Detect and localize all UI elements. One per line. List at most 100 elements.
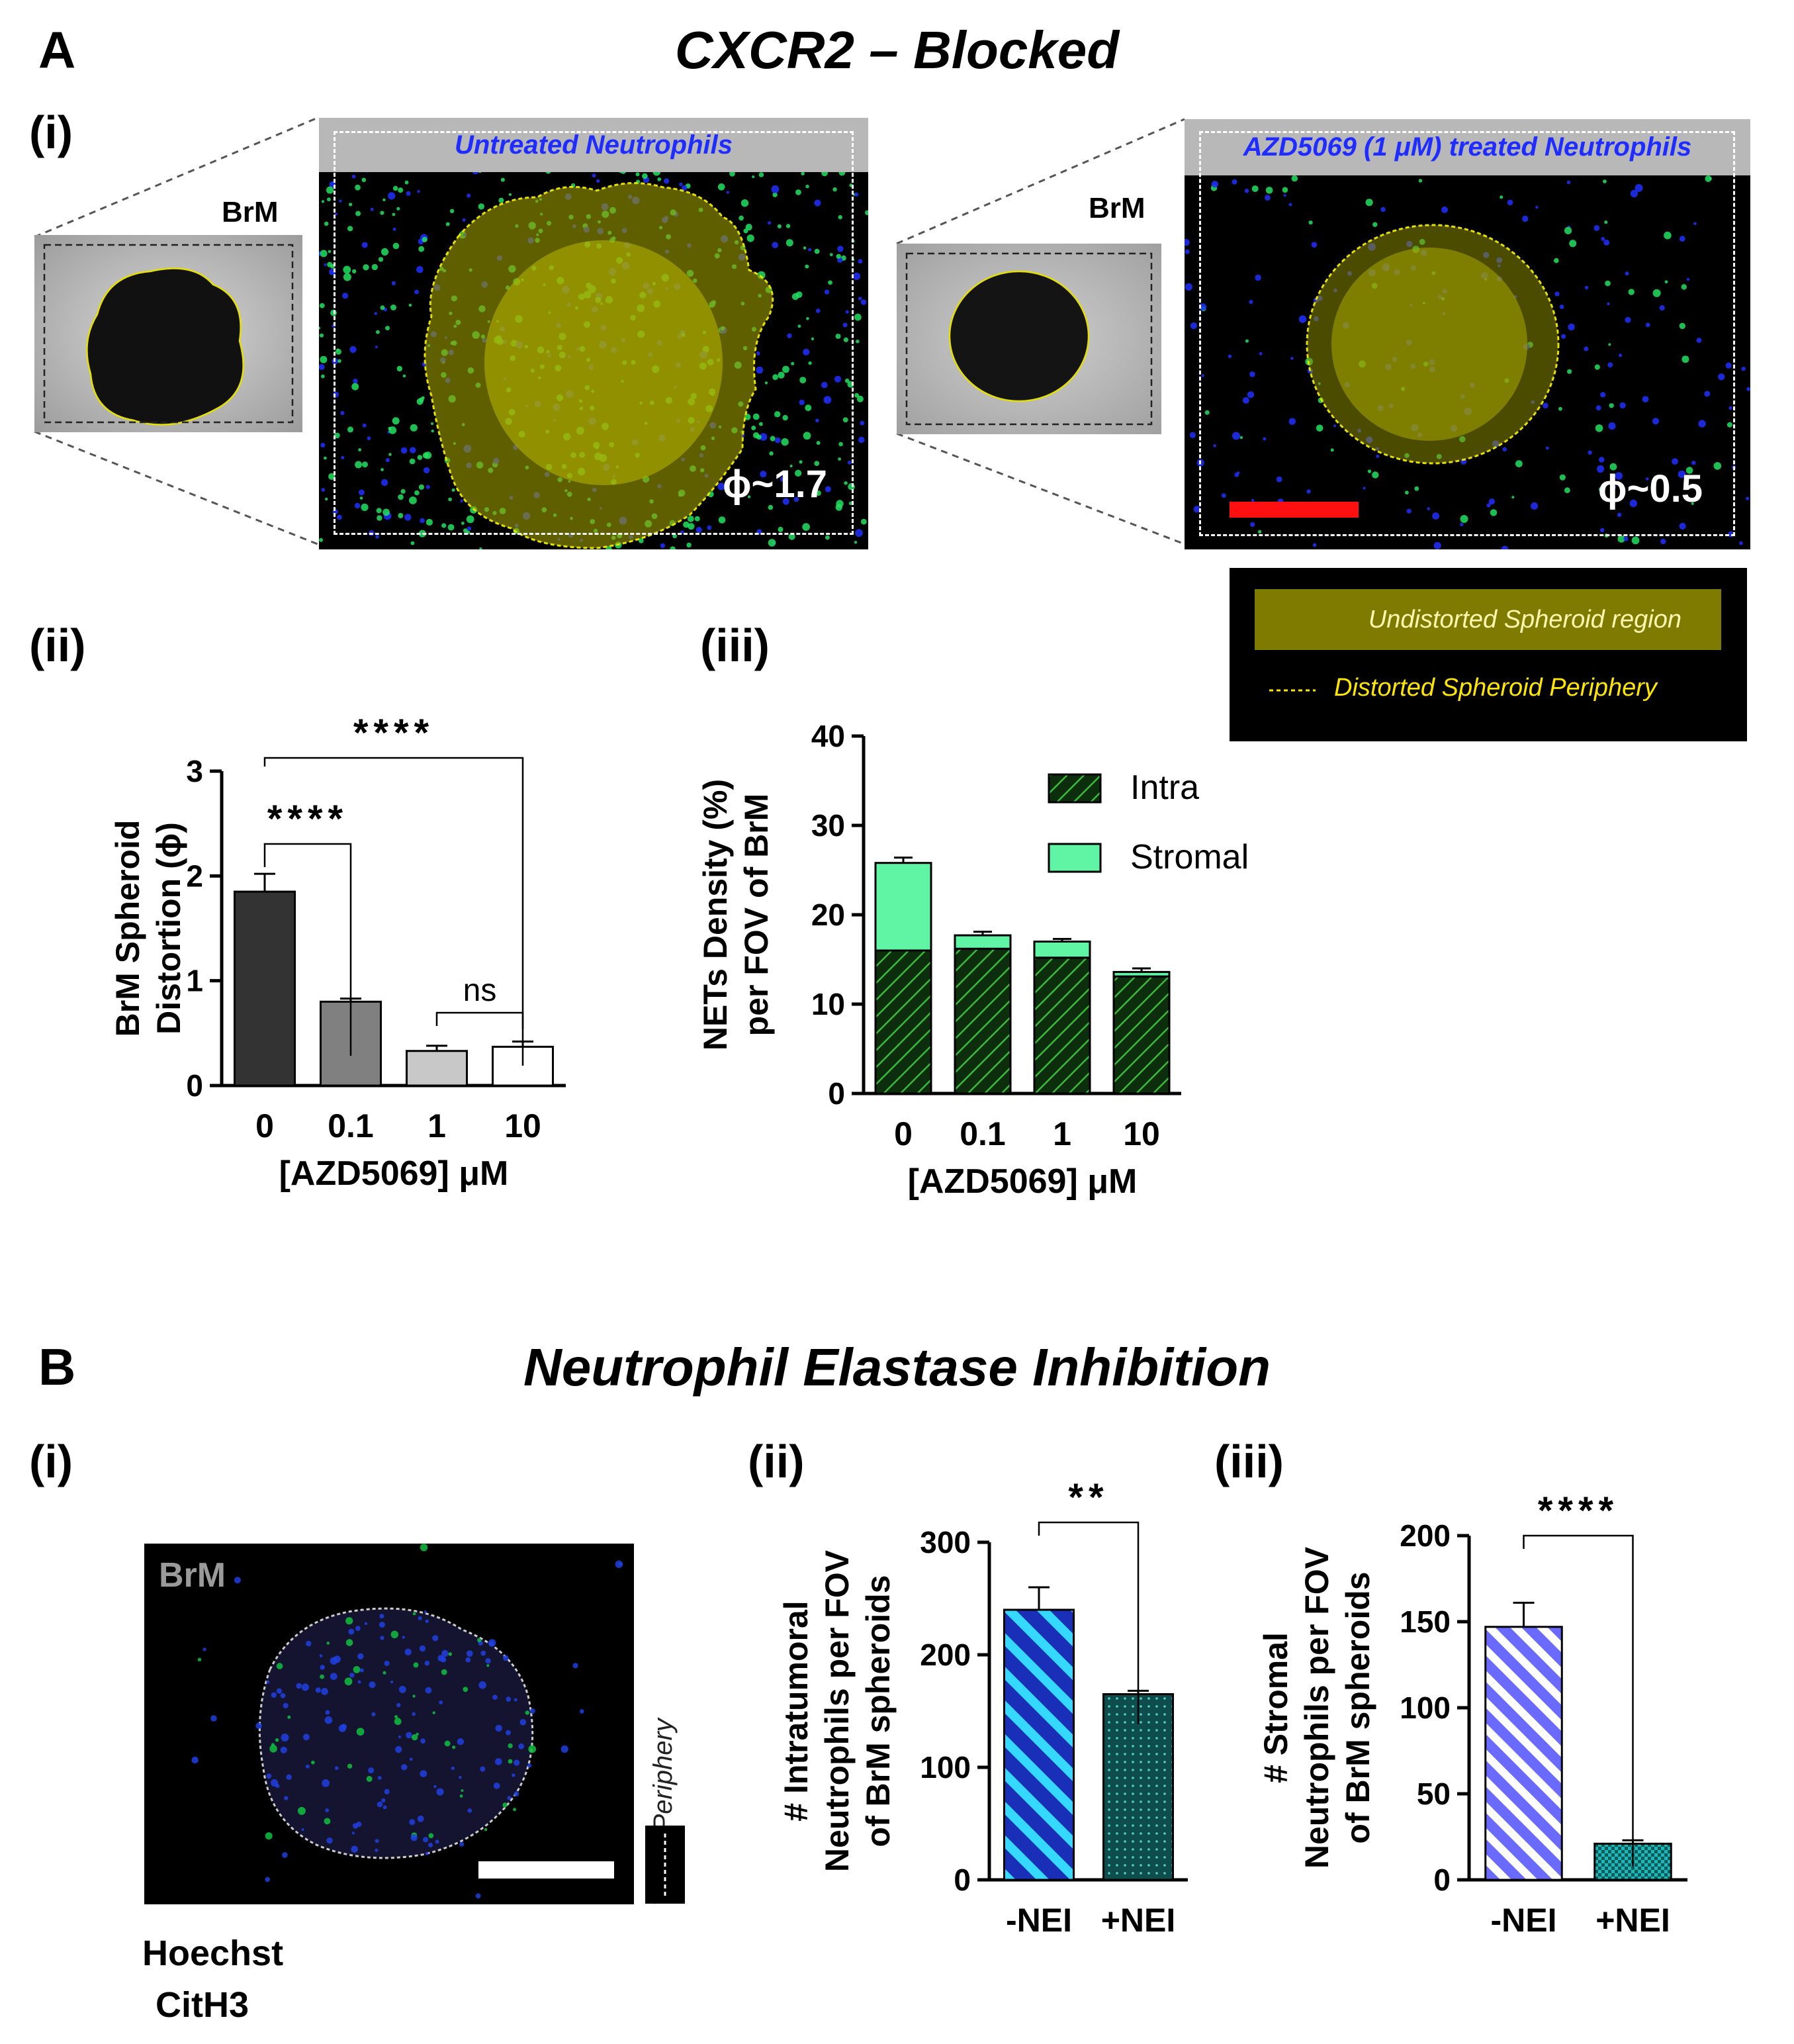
x-tick-label: -NEI <box>1491 1902 1557 1939</box>
fluorescent-cell <box>495 1725 502 1732</box>
y-tick-label: 200 <box>920 1638 971 1672</box>
fluorescent-cell <box>513 1808 516 1811</box>
fluorescent-cell <box>520 1719 527 1726</box>
brightfield-thumbnail-treated <box>897 244 1161 434</box>
fluorescent-cell <box>311 1761 315 1765</box>
fluorescent-cell <box>858 297 862 301</box>
fluorescent-cell <box>1313 543 1317 547</box>
fluorescent-cell <box>426 1620 429 1623</box>
fluorescent-cell <box>853 273 860 280</box>
fluorescent-cell <box>396 1703 400 1707</box>
x-axis-label: [AZD5069] μM <box>279 1154 509 1193</box>
y-tick-label: 300 <box>920 1525 971 1559</box>
fluorescent-cell <box>426 1852 429 1855</box>
x-tick-label: 0 <box>255 1107 274 1144</box>
fluorescent-cell <box>302 1683 309 1691</box>
fluorescent-cell <box>282 1852 288 1858</box>
fluorescent-cell <box>502 1802 507 1807</box>
bar <box>235 892 295 1086</box>
fluorescent-cell <box>335 1766 339 1770</box>
fluorescent-cell <box>402 1636 405 1638</box>
legend-swatch-intra <box>1049 774 1100 802</box>
fluorescent-cell <box>341 1724 347 1730</box>
fluorescent-cell <box>856 340 860 344</box>
fluorescent-cell <box>320 250 328 257</box>
fluorescent-cell <box>325 1716 333 1724</box>
fluorescent-cell <box>319 364 325 370</box>
fluorescent-cell <box>503 1655 509 1661</box>
fluorescent-cell <box>330 1673 337 1680</box>
y-tick-label: 50 <box>1417 1777 1451 1811</box>
fluorescent-cell <box>441 1669 447 1675</box>
fluorescent-cell <box>858 259 862 263</box>
y-tick-label: 3 <box>186 754 203 788</box>
y-axis-label: of BrM spheroids <box>860 1575 897 1847</box>
fluorescent-cell <box>345 1677 353 1685</box>
chart-b-iii: 050100150200-NEI+NEI# StromalNeutrophils… <box>1234 1456 1777 1986</box>
fluorescent-cell <box>351 1846 358 1853</box>
fluorescent-cell <box>506 1730 511 1736</box>
stain-cith3: CitH3 <box>156 1984 249 2025</box>
fluorescent-cell <box>371 1712 375 1716</box>
fluorescent-cell <box>426 1687 432 1694</box>
y-tick-label: 200 <box>1400 1518 1451 1553</box>
fluorescent-cell <box>514 1698 517 1702</box>
fluorescent-cell <box>494 1783 500 1789</box>
fluorescent-cell <box>271 1743 275 1746</box>
panel-b-title: Neutrophil Elastase Inhibition <box>0 1337 1794 1398</box>
fluorescent-cell <box>428 1843 433 1847</box>
tumor-periphery-legend-swatch <box>645 1826 685 1904</box>
fluorescent-cell <box>391 1631 398 1638</box>
bar <box>1486 1627 1562 1880</box>
y-tick-label: 10 <box>811 987 845 1021</box>
fluorescent-cell <box>277 1689 282 1694</box>
fluorescent-cell <box>287 1775 292 1780</box>
fluorescent-cell <box>488 1639 496 1646</box>
fluorescent-cell <box>530 1708 535 1714</box>
fluorescent-cell <box>436 1788 443 1796</box>
fluorescent-cell <box>367 1776 373 1782</box>
fluorescent-cell <box>854 193 858 197</box>
fluorescent-cell <box>480 1651 486 1656</box>
fluorescent-cell <box>413 1612 416 1616</box>
brm-label-nei: BrM <box>159 1556 226 1595</box>
fluorescent-cell <box>381 1798 385 1802</box>
fluorescent-cell <box>506 1696 512 1702</box>
fluorescent-cell <box>860 421 864 426</box>
fluorescent-cell <box>399 1686 406 1693</box>
fluorescent-cell <box>420 1738 426 1743</box>
fluorescent-cell <box>281 1693 286 1698</box>
x-tick-label: 10 <box>504 1107 541 1144</box>
fluorescent-cell <box>480 1767 485 1772</box>
fluorescent-cell <box>265 1877 270 1882</box>
fluorescent-cell <box>327 197 331 201</box>
legend-dashed-line <box>1269 687 1322 694</box>
significance-label: ** <box>1068 1476 1108 1519</box>
chart-a-ii: 012300.1110[AZD5069] μMBrM SpheroidDisto… <box>106 688 609 1218</box>
fluorescent-cell <box>357 1653 363 1659</box>
fluorescent-cell <box>435 1839 439 1843</box>
fluorescent-cell <box>325 1808 329 1812</box>
fluorescent-cell <box>660 543 665 548</box>
fluorescent-cell <box>508 1759 513 1764</box>
fluorescent-cell <box>265 1832 273 1839</box>
fluorescent-cell <box>326 1710 330 1715</box>
fluorescent-cell <box>360 1668 364 1672</box>
fluorescent-cell <box>326 1837 332 1843</box>
fluorescent-cell <box>465 1657 471 1663</box>
fluorescent-cell <box>347 1764 352 1769</box>
x-tick-label: +NEI <box>1101 1902 1176 1939</box>
fluorescence-image-untreated: Untreated Neutrophils ϕ~1.7 <box>319 118 868 549</box>
fluorescent-cell <box>459 1776 462 1779</box>
fluorescent-cell <box>485 1658 490 1663</box>
fluorescent-cell <box>352 1832 355 1834</box>
fluorescent-cell <box>321 488 325 492</box>
fluorescent-cell <box>365 1622 367 1625</box>
fluorescent-cell <box>405 1649 412 1655</box>
fluorescent-cell <box>441 1657 447 1663</box>
fluorescent-cell <box>284 1796 288 1800</box>
fluorescent-cell <box>460 1794 463 1798</box>
y-tick-label: 0 <box>186 1068 203 1103</box>
fluorescent-cell <box>1660 539 1666 544</box>
fluorescent-cell <box>375 535 379 539</box>
